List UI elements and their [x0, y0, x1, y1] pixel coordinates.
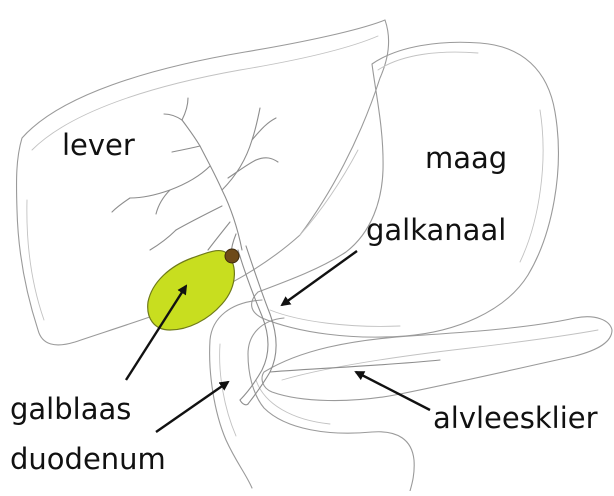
bile-tree: [112, 98, 278, 258]
label-stomach: maag: [425, 141, 507, 175]
label-duodenum: duodenum: [10, 442, 166, 476]
arrow-alvleesklier: [356, 372, 430, 410]
bile-duct-shape: [238, 246, 440, 405]
label-liver: lever: [62, 128, 135, 162]
gallbladder: [148, 249, 239, 330]
pancreas-shape: [262, 317, 612, 401]
label-pancreas: alvleesklier: [433, 401, 598, 435]
label-bile-duct: galkanaal: [366, 213, 506, 247]
arrow-duodenum: [156, 382, 228, 432]
label-gallbladder: galblaas: [10, 392, 131, 426]
gallstone-mark: [225, 249, 239, 263]
duodenum-shape: [210, 300, 415, 491]
